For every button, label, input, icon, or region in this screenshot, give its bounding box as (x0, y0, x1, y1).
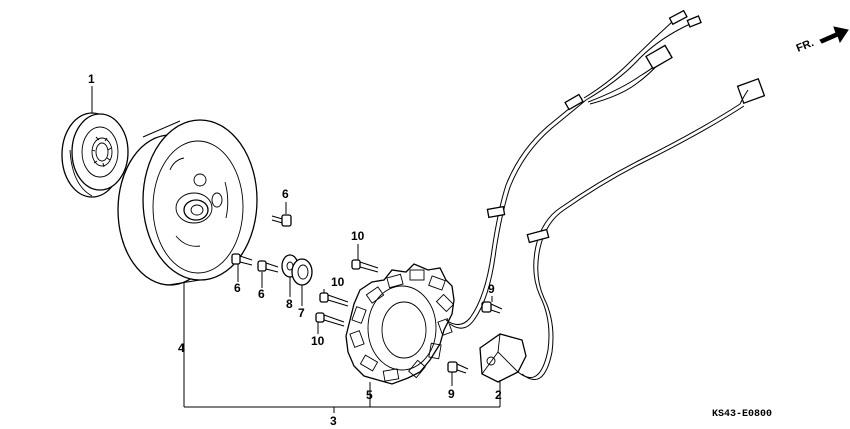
bolt-6-lower-right (257, 260, 279, 273)
starter-clutch (61, 112, 129, 198)
screw-10-bottom (315, 312, 345, 327)
callout-6-lower-left: 6 (234, 281, 241, 295)
callout-7: 7 (298, 306, 305, 320)
callout-9-upper: 9 (488, 282, 495, 296)
callout-6-lower-right: 6 (258, 287, 265, 301)
callout-10-top: 10 (351, 229, 365, 243)
nut (291, 258, 313, 286)
callout-4: 4 (178, 341, 185, 355)
leader-lines (91, 86, 501, 413)
screw-9-upper (481, 301, 503, 314)
screw-10-middle (319, 292, 349, 307)
front-direction-label: FR. (795, 37, 816, 55)
callout-6-upper: 6 (282, 187, 289, 201)
callout-2: 2 (495, 388, 502, 402)
drawing-code: KS43-E0800 (712, 409, 772, 420)
callout-labels: 1 2 3 4 5 6 6 6 7 8 9 9 10 10 10 (88, 72, 502, 428)
flywheel-rotor (117, 119, 258, 286)
bolt-6-upper (271, 214, 292, 227)
callout-10-bottom: 10 (311, 334, 325, 348)
pulser-coil (479, 333, 527, 383)
front-direction-indicator: FR. (795, 26, 849, 55)
callout-5: 5 (366, 388, 373, 402)
callout-8: 8 (286, 297, 293, 311)
callout-10-middle: 10 (331, 275, 345, 289)
callout-3: 3 (330, 414, 337, 428)
screw-9-lower (447, 361, 469, 374)
front-arrow-icon (819, 26, 849, 44)
callout-1: 1 (88, 72, 95, 86)
screw-10-top (351, 259, 379, 273)
stator-coil (345, 263, 455, 385)
wire-harness (445, 9, 766, 380)
bolt-6-lower-left (231, 253, 253, 266)
callout-9-lower: 9 (448, 387, 455, 401)
